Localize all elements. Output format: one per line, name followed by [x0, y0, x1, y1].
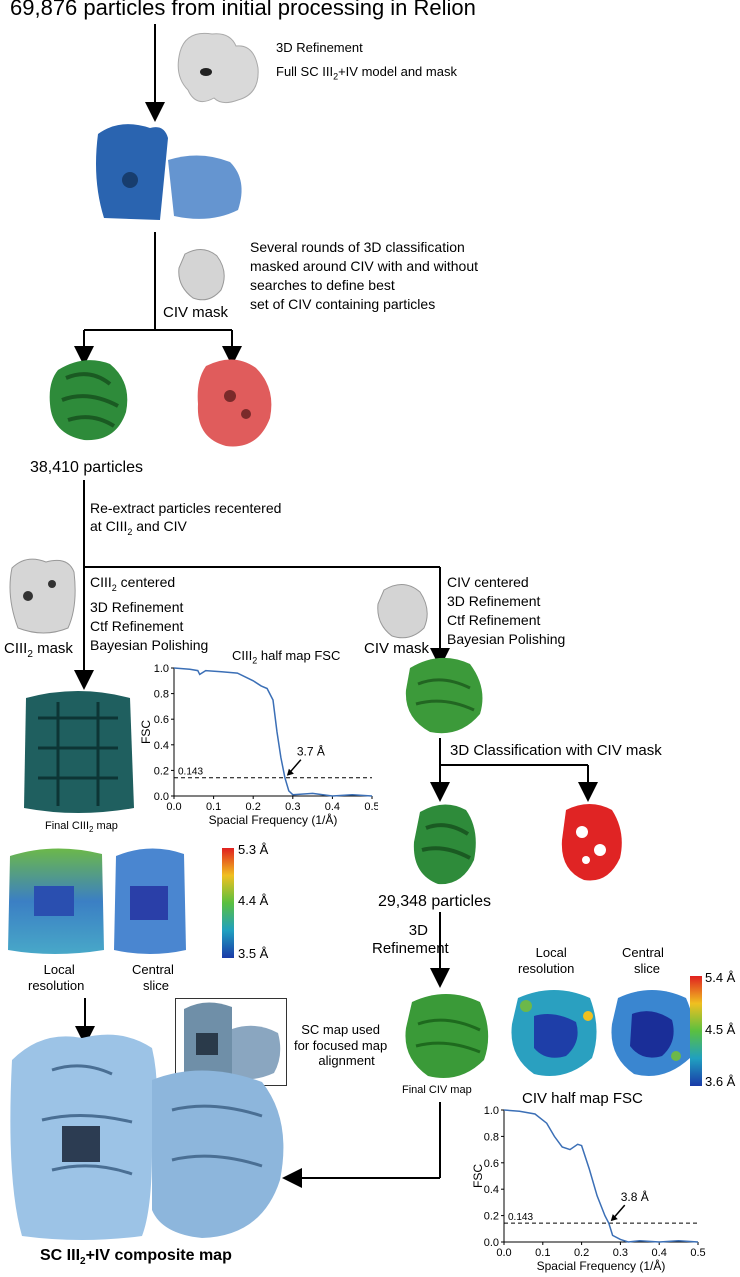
composite-map — [10, 1034, 284, 1240]
x-tick-label: 0.4 — [325, 801, 340, 813]
civ-mask-label-1: CIV mask — [163, 304, 229, 321]
civ-mask-image-1 — [178, 249, 225, 301]
y-tick-label: 0.6 — [484, 1158, 499, 1170]
final-civ-map — [405, 994, 489, 1078]
left-scale-mid: 4.4 Å — [238, 893, 269, 908]
right-scale-bot: 3.6 Å — [705, 1074, 736, 1089]
left-color-scale — [222, 848, 234, 958]
y-tick-label: 0.0 — [154, 791, 169, 803]
final-civ-label: Final CIV map — [402, 1084, 472, 1096]
y-tick-label: 0.4 — [484, 1184, 499, 1196]
y-tick-label: 0.2 — [154, 765, 169, 777]
x-axis-label: Spacial Frequency (1/Å) — [209, 812, 338, 827]
red-class-map-2 — [561, 804, 622, 881]
right-central-slice-map — [611, 990, 695, 1076]
x-tick-label: 0.0 — [496, 1247, 511, 1259]
annotation-arrowhead — [610, 1214, 618, 1222]
y-tick-label: 1.0 — [484, 1105, 499, 1117]
civ-mask-label-2: CIV mask — [364, 640, 430, 657]
sc-map-thumbnail — [184, 1002, 281, 1080]
fsc1-title: CIII2 half map FSC — [232, 648, 341, 666]
final-ciii2-map — [24, 691, 134, 813]
y-axis-label: FSC — [471, 1164, 485, 1188]
x-tick-label: 0.5 — [364, 801, 378, 813]
step1-refine-label: 3D Refinement — [276, 40, 363, 55]
fsc2-title: CIV half map FSC — [522, 1090, 643, 1107]
particle-count-1: 38,410 particles — [30, 459, 143, 476]
x-axis-label: Spacial Frequency (1/Å) — [537, 1258, 666, 1273]
reextract-line2: at CIII2 and CIV — [90, 518, 187, 537]
left-scale-top: 5.3 Å — [238, 842, 269, 857]
ciii2-mask-image — [9, 558, 76, 634]
resolution-annotation: 3.8 Å — [621, 1189, 649, 1204]
green-class-map-2 — [413, 804, 476, 885]
y-tick-label: 0.6 — [154, 714, 169, 726]
particle-count-2: 29,348 particles — [378, 893, 491, 910]
x-tick-label: 0.4 — [652, 1247, 667, 1259]
sc-map-box — [175, 998, 287, 1086]
x-tick-label: 0.2 — [574, 1247, 589, 1259]
resolution-annotation: 3.7 Å — [297, 744, 325, 759]
final-civ-map-small — [405, 657, 483, 734]
header-title: 69,876 particles from initial processing… — [10, 0, 476, 20]
full-sc-mask-image — [177, 32, 259, 104]
y-tick-label: 0.8 — [154, 689, 169, 701]
civ-mask-image-2 — [377, 584, 428, 639]
y-axis-label: FSC — [139, 720, 153, 744]
classification2-label: 3D Classification with CIV mask — [450, 742, 662, 759]
y-tick-label: 1.0 — [154, 663, 169, 675]
annotation-arrowhead — [286, 768, 294, 776]
right-local-resolution-map — [511, 990, 597, 1076]
y-tick-label: 0.4 — [154, 740, 169, 752]
left-scale-bot: 3.5 Å — [238, 946, 269, 961]
right-scale-top: 5.4 Å — [705, 970, 736, 985]
right-scale-mid: 4.5 Å — [705, 1022, 736, 1037]
green-class-map-1 — [49, 360, 128, 441]
left-central-slice-map — [114, 848, 186, 954]
y-tick-label: 0.8 — [484, 1131, 499, 1143]
reextract-line1: Re-extract particles recentered — [90, 500, 282, 516]
x-tick-label: 0.1 — [535, 1247, 550, 1259]
x-tick-label: 0.0 — [166, 801, 181, 813]
composite-label: SC III2+IV composite map — [40, 1247, 232, 1268]
red-class-map-1 — [197, 359, 272, 447]
threshold-label: 0.143 — [178, 767, 203, 778]
left-local-resolution-map — [8, 848, 104, 954]
threshold-label: 0.143 — [508, 1212, 533, 1223]
fsc-curve — [503, 1109, 699, 1243]
final-ciii2-label: Final CIII2 map — [45, 820, 118, 835]
x-tick-label: 0.3 — [285, 801, 300, 813]
ciii2-mask-label: CIII2 mask — [4, 640, 73, 660]
x-tick-label: 0.3 — [613, 1247, 628, 1259]
x-tick-label: 0.2 — [246, 801, 261, 813]
fsc-curve — [173, 667, 373, 797]
x-tick-label: 0.1 — [206, 801, 221, 813]
step1-model-label: Full SC III2+IV model and mask — [276, 64, 457, 82]
y-tick-label: 0.2 — [484, 1211, 499, 1223]
y-tick-label: 0.0 — [484, 1237, 499, 1249]
x-tick-label: 0.5 — [690, 1247, 705, 1259]
full-sc-blue-map — [96, 124, 242, 220]
right-color-scale — [690, 976, 702, 1086]
